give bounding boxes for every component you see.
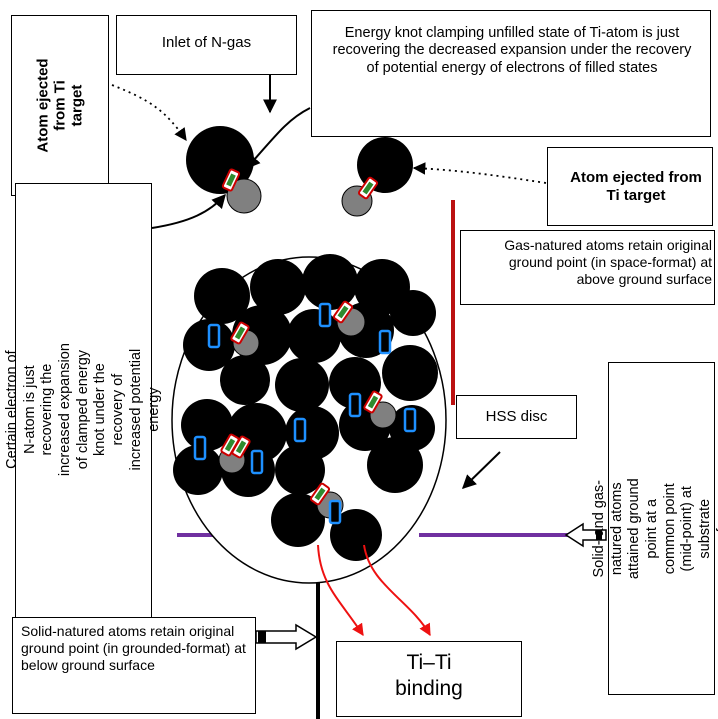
energy-knot-box: Energy knot clamping unfilled state of T… xyxy=(311,10,711,137)
ti-atom xyxy=(367,437,423,493)
dotted-arrow-left xyxy=(111,84,187,142)
atom-ejected-right-box: Atom ejected from Ti target xyxy=(547,147,713,226)
block-arrow-substrate xyxy=(564,522,607,548)
bond-rod xyxy=(250,449,264,475)
inlet-box: Inlet of N-gas xyxy=(116,15,297,75)
atom-cluster xyxy=(173,254,438,561)
n-atom-arrow xyxy=(151,193,226,229)
ti-atom xyxy=(250,259,306,315)
hss-disc-box: HSS disc xyxy=(456,395,577,439)
bond-rod xyxy=(318,302,332,328)
ti-atom xyxy=(271,493,325,547)
ti-atom xyxy=(194,268,250,324)
ti-atom xyxy=(302,254,358,310)
atom-ejected-left-label: Atom ejected from Ti target xyxy=(34,58,86,153)
ti-ti-label: Ti–Ti binding xyxy=(395,651,463,701)
solid-natured-label: Solid-natured atoms retain original grou… xyxy=(21,623,246,673)
ti-atom xyxy=(173,445,223,495)
gas-natured-box: Gas-natured atoms retain original ground… xyxy=(460,230,715,305)
block-arrow-solid xyxy=(255,623,318,651)
red-arrow-1 xyxy=(317,544,364,637)
energy-knot xyxy=(332,300,354,324)
ti-atom xyxy=(220,355,270,405)
energy-knot-label: Energy knot clamping unfilled state of T… xyxy=(332,25,692,76)
energy-knot xyxy=(230,321,250,345)
atom-ejected-right-label: Atom ejected from Ti target xyxy=(570,169,702,204)
ti-atom xyxy=(330,509,382,561)
ti-atom xyxy=(329,357,381,409)
bond-rod xyxy=(378,329,392,355)
bond-rod xyxy=(293,417,307,443)
inlet-label: Inlet of N-gas xyxy=(161,34,252,51)
dotted-arrow-right xyxy=(412,162,547,184)
energy-knot xyxy=(363,390,383,414)
solid-natured-box: Solid-natured atoms retain original grou… xyxy=(12,617,256,714)
n-atom xyxy=(369,401,397,429)
energy-knot xyxy=(220,433,240,457)
solid-gas-label: Solid- and gas-natured atoms attained gr… xyxy=(590,478,718,579)
free-atom-right xyxy=(341,137,413,217)
energy-knot-arrow xyxy=(246,107,311,170)
n-atom-label: Certain electron of N-atom is just recov… xyxy=(3,343,162,477)
bond-rod xyxy=(348,392,362,418)
red-arrow-2 xyxy=(363,544,431,637)
ti-atom xyxy=(382,345,438,401)
hss-disc-label: HSS disc xyxy=(485,408,548,425)
energy-knot xyxy=(309,482,331,506)
atom-ejected-left-box: Atom ejected from Ti target xyxy=(11,15,109,196)
ti-atom xyxy=(275,358,329,412)
gas-natured-label: Gas-natured atoms retain original ground… xyxy=(504,237,712,287)
hss-disc-arrow xyxy=(461,451,501,489)
ti-ti-box: Ti–Ti binding xyxy=(336,641,522,717)
bond-rod xyxy=(328,499,342,525)
free-atom-left xyxy=(186,126,262,214)
bond-rod xyxy=(403,407,417,433)
bond-rod xyxy=(193,435,207,461)
ti-atom xyxy=(275,445,325,495)
solid-gas-box: Solid- and gas-natured atoms attained gr… xyxy=(591,362,718,695)
n-atom-box: Certain electron of N-atom is just recov… xyxy=(4,183,161,636)
ti-atom xyxy=(390,290,436,336)
bond-rod xyxy=(207,323,221,349)
